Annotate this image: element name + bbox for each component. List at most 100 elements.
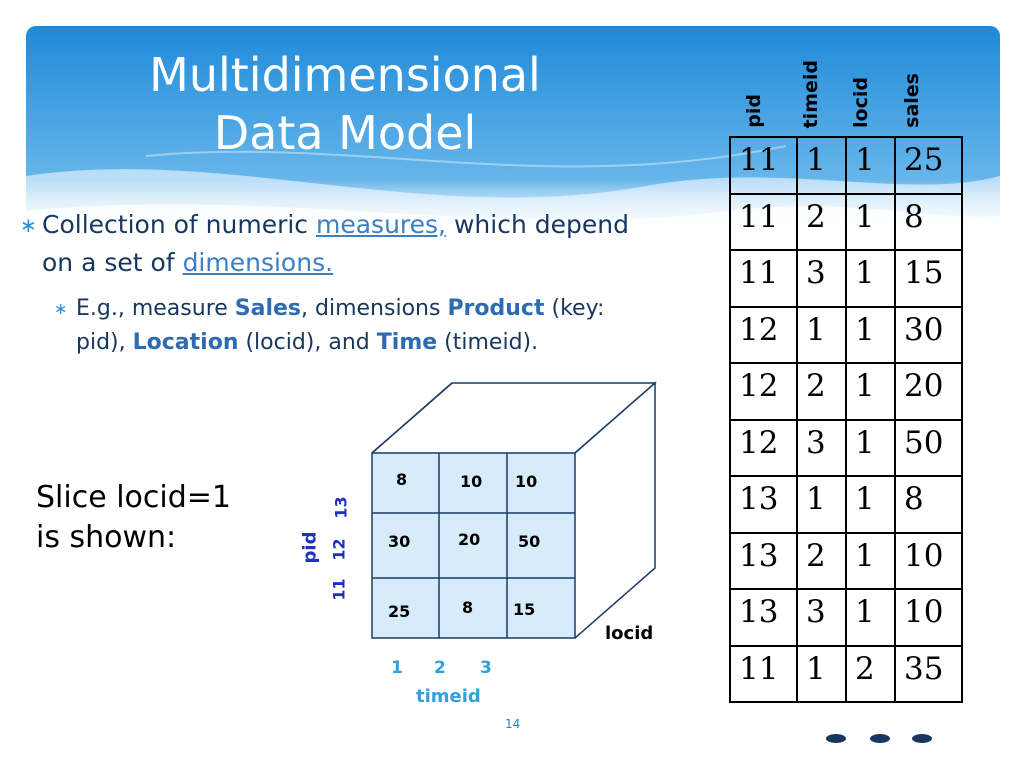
cube-cell: 50 bbox=[518, 532, 541, 551]
table-cell: 12 bbox=[729, 305, 798, 364]
table-cell: 1 bbox=[796, 136, 847, 195]
table-cell: 1 bbox=[796, 644, 847, 703]
bullet-text: Collection of numeric bbox=[42, 210, 316, 239]
ellipsis-dot bbox=[912, 734, 932, 743]
bullet-text: , dimensions bbox=[301, 296, 448, 321]
slice-line-2: is shown: bbox=[36, 520, 177, 555]
table-cell: 1 bbox=[845, 305, 896, 364]
column-header-pid: pid bbox=[743, 94, 765, 128]
bullet-item-1: ∗ Collection of numeric measures, which … bbox=[8, 206, 728, 282]
table-cell: 1 bbox=[845, 192, 896, 251]
title-line-2: Data Model bbox=[213, 106, 477, 160]
timeid-tick: 2 bbox=[434, 658, 446, 678]
table-cell: 3 bbox=[796, 588, 847, 647]
table-cell: 50 bbox=[894, 418, 963, 477]
ellipsis-dot bbox=[826, 734, 846, 743]
table-cell: 1 bbox=[845, 249, 896, 308]
ellipsis-dot bbox=[870, 734, 890, 743]
cube-cell: 10 bbox=[515, 472, 538, 491]
column-header-sales: sales bbox=[901, 73, 923, 128]
table-cell: 8 bbox=[894, 192, 963, 251]
cube-right-face bbox=[574, 381, 656, 639]
table-cell: 11 bbox=[729, 136, 798, 195]
table-cell: 1 bbox=[845, 531, 896, 590]
measures-link[interactable]: measures, bbox=[316, 210, 447, 239]
table-cell: 13 bbox=[729, 588, 798, 647]
dimensions-link[interactable]: dimensions. bbox=[182, 248, 334, 277]
table-cell: 1 bbox=[845, 475, 896, 534]
pid-tick: 13 bbox=[331, 496, 351, 519]
cube-cell: 20 bbox=[458, 530, 481, 549]
cube-cell: 8 bbox=[396, 470, 408, 489]
slice-caption: Slice locid=1 is shown: bbox=[36, 478, 231, 558]
timeid-tick: 3 bbox=[480, 658, 492, 678]
table-cell: 13 bbox=[729, 531, 798, 590]
bullet-text: (key: bbox=[544, 296, 605, 321]
time-term: Time bbox=[376, 330, 438, 355]
slice-line-1: Slice locid=1 bbox=[36, 480, 231, 515]
bullet-star-icon: ∗ bbox=[20, 213, 37, 237]
bullet-text: pid), bbox=[76, 330, 133, 355]
table-cell: 2 bbox=[796, 362, 847, 421]
table-header-row: pid timeid locid sales bbox=[729, 40, 961, 136]
cube-cell: 25 bbox=[388, 602, 411, 621]
table-cell: 13 bbox=[729, 475, 798, 534]
location-term: Location bbox=[132, 330, 239, 355]
table-cell: 35 bbox=[894, 644, 963, 703]
bullet-text: which depend bbox=[446, 210, 629, 239]
bullet-item-2: ∗ E.g., measure Sales, dimensions Produc… bbox=[8, 292, 728, 360]
title-line-1: Multidimensional bbox=[149, 48, 541, 102]
table-cell: 11 bbox=[729, 192, 798, 251]
table-cell: 1 bbox=[845, 362, 896, 421]
bullet-text: (timeid). bbox=[437, 330, 539, 355]
table-cell: 1 bbox=[796, 305, 847, 364]
table-cell: 15 bbox=[894, 249, 963, 308]
pid-tick: 12 bbox=[329, 538, 349, 561]
product-term: Product bbox=[447, 296, 545, 321]
table-cell: 1 bbox=[845, 418, 896, 477]
bullet-text: E.g., measure bbox=[76, 296, 235, 321]
cube-cell: 8 bbox=[462, 598, 474, 617]
cube-cell: 10 bbox=[460, 472, 483, 491]
table-cell: 11 bbox=[729, 249, 798, 308]
timeid-axis-label: timeid bbox=[416, 686, 481, 707]
column-header-locid: locid bbox=[850, 77, 872, 128]
locid-axis-label: locid bbox=[605, 623, 654, 644]
cube-cell: 30 bbox=[388, 532, 411, 551]
table-cell: 10 bbox=[894, 531, 963, 590]
table-cell: 12 bbox=[729, 362, 798, 421]
table-cell: 1 bbox=[845, 136, 896, 195]
bullet-star-icon: ∗ bbox=[54, 299, 68, 318]
bullet-text: on a set of bbox=[42, 248, 183, 277]
table-cell: 8 bbox=[894, 475, 963, 534]
table-cell: 2 bbox=[796, 531, 847, 590]
table-cell: 2 bbox=[796, 192, 847, 251]
cube-cell: 15 bbox=[513, 600, 536, 619]
table-cell: 11 bbox=[729, 644, 798, 703]
table-cell: 20 bbox=[894, 362, 963, 421]
table-cell: 30 bbox=[894, 305, 963, 364]
pid-axis-label: pid bbox=[299, 531, 321, 564]
table-cell: 2 bbox=[845, 644, 896, 703]
bullet-list: ∗ Collection of numeric measures, which … bbox=[8, 206, 728, 360]
slide-title: Multidimensional Data Model bbox=[90, 46, 600, 162]
table-cell: 1 bbox=[845, 588, 896, 647]
cube-front-face bbox=[371, 452, 576, 639]
bullet-text: (locid), and bbox=[238, 330, 377, 355]
table-cell: 10 bbox=[894, 588, 963, 647]
table-cell: 25 bbox=[894, 136, 963, 195]
timeid-tick: 1 bbox=[391, 658, 403, 678]
table-cell: 1 bbox=[796, 475, 847, 534]
